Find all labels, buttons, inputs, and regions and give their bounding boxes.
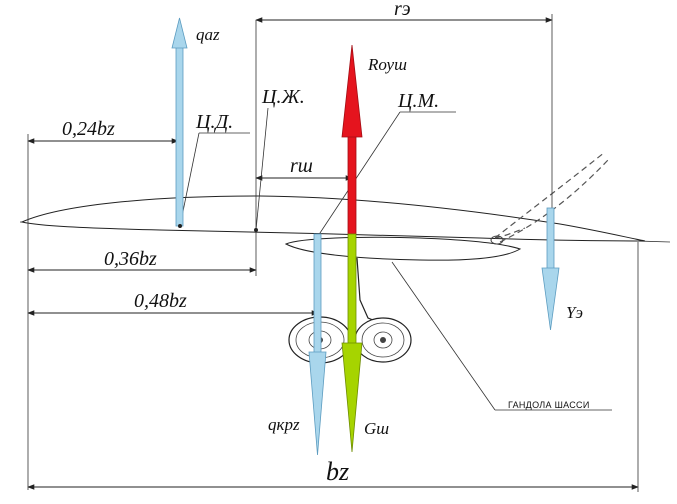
force-arrow-qkrz — [308, 233, 327, 456]
flap-hinge — [490, 235, 504, 245]
label-dim-024: 0,24bz — [62, 118, 115, 140]
force-arrow-gsh — [341, 233, 363, 453]
label-dim-048: 0,48bz — [134, 290, 187, 312]
force-arrow-ye — [541, 207, 560, 331]
label-qaz: qaz — [196, 25, 220, 44]
label-ye: Yэ — [566, 303, 583, 322]
point-cd — [178, 224, 182, 228]
point-czh — [254, 228, 258, 232]
label-cd: Ц.Д. — [195, 111, 233, 133]
force-arrow-qaz — [171, 17, 188, 227]
label-re: rэ — [394, 0, 411, 20]
landing-gear-wheel-front — [354, 317, 412, 363]
leader-gondola — [391, 261, 496, 411]
force-arrow-roush — [341, 44, 363, 235]
leader-cm — [317, 111, 401, 237]
label-rsh: rш — [290, 155, 313, 177]
label-gsh: Gш — [364, 419, 389, 438]
label-czh: Ц.Ж. — [261, 86, 305, 108]
leader-czh — [255, 107, 269, 231]
label-gondola: ГАНДОЛА ШАССИ — [508, 400, 590, 410]
label-dim-036: 0,36bz — [104, 248, 157, 270]
chassis-gondola — [284, 236, 522, 261]
label-cm: Ц.М. — [397, 90, 439, 112]
label-roush: Rоуш — [367, 55, 407, 74]
label-bz: bz — [326, 457, 349, 486]
label-qkrz: qкрz — [268, 415, 300, 434]
